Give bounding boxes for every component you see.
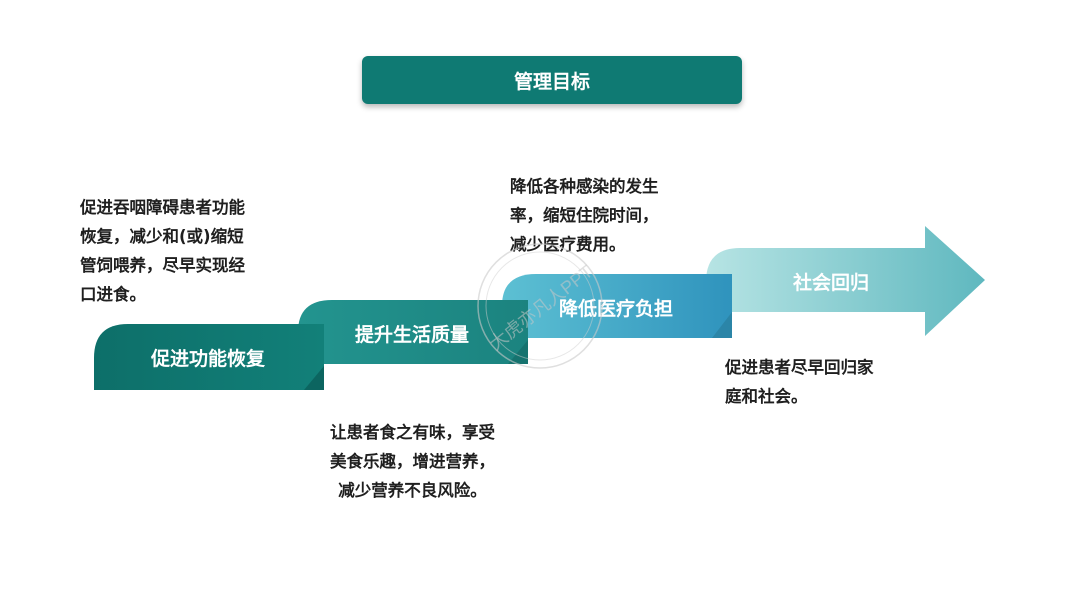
step-4-label: 社会回归 (792, 272, 869, 294)
step-3-fold (712, 312, 732, 338)
step-2-label: 提升生活质量 (354, 324, 469, 346)
step-1-description: 促进吞咽障碍患者功能 恢复，减少和(或)缩短 管饲喂养，尽早实现经 口进食。 (80, 198, 245, 304)
step-3-shape (502, 274, 732, 338)
step-1-label: 促进功能恢复 (150, 348, 265, 370)
step-2-description: 让患者食之有味，享受 美食乐趣，增进营养， 减少营养不良风险。 (330, 423, 495, 500)
step-1-fold (304, 366, 324, 390)
watermark-stamp: 大虎亦凡人PPT (477, 243, 603, 369)
step-2-fold (508, 340, 528, 364)
step-4-description: 促进患者尽早回归家 庭和社会。 (725, 358, 874, 406)
goal-title: 管理目标 (362, 56, 742, 104)
step-4-shape (706, 226, 985, 336)
watermark-text: 大虎亦凡人PPT (486, 261, 597, 354)
step-3-description: 降低各种感染的发生 率，缩短住院时间， 减少医疗费用。 (510, 177, 659, 254)
step-3-label: 降低医疗负担 (558, 298, 673, 320)
step-2-shape (298, 300, 528, 364)
step-1-shape (94, 324, 324, 390)
